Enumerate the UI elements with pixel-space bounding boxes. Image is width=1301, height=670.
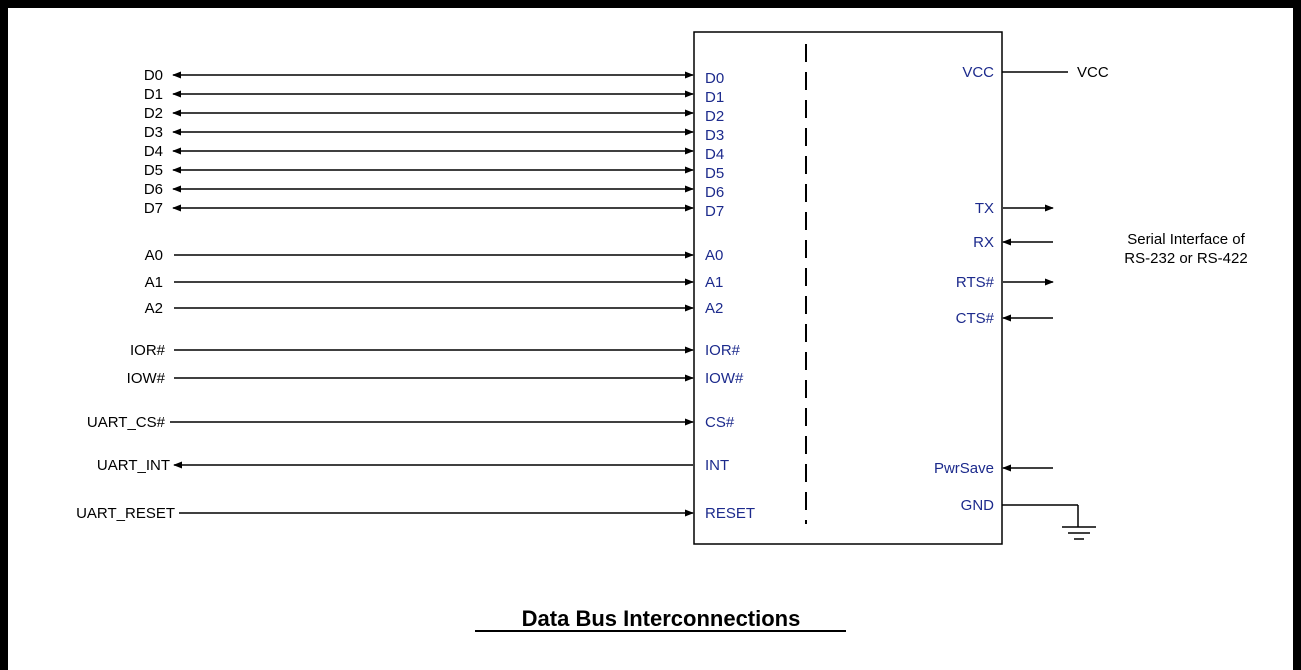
serial-note-line-1: Serial Interface of <box>1127 231 1245 248</box>
signal-label-d2: D2 <box>144 105 163 122</box>
pin-int: UART_INT INT <box>97 457 729 474</box>
signal-label-vcc: VCC <box>1077 64 1109 81</box>
pin-label-d0: D0 <box>705 70 724 87</box>
pin-iow-n: IOW# IOW# <box>127 370 744 387</box>
signal-label-d6: D6 <box>144 181 163 198</box>
pin-label-d4: D4 <box>705 146 724 163</box>
pin-d1: D1 D1 <box>144 86 724 106</box>
pin-label-rts-n: RTS# <box>956 274 995 291</box>
pin-label-d2: D2 <box>705 108 724 125</box>
signal-label-iow-n: IOW# <box>127 370 166 387</box>
pin-label-d5: D5 <box>705 165 724 182</box>
pin-rx: RX <box>973 234 1053 251</box>
pin-a2: A2 A2 <box>145 300 724 317</box>
pin-label-gnd: GND <box>961 497 995 514</box>
pin-label-vcc: VCC <box>962 64 994 81</box>
pin-label-reset: RESET <box>705 505 755 522</box>
pin-label-rx: RX <box>973 234 994 251</box>
pin-gnd: GND <box>961 497 1096 540</box>
signal-label-uart-int: UART_INT <box>97 457 170 474</box>
signal-label-d5: D5 <box>144 162 163 179</box>
pin-vcc: VCC VCC <box>962 64 1109 81</box>
pin-label-iow-n: IOW# <box>705 370 744 387</box>
pin-a0: A0 A0 <box>145 247 724 264</box>
signal-label-uart-reset: UART_RESET <box>76 505 175 522</box>
pin-label-d7: D7 <box>705 203 724 220</box>
pin-pwrsave: PwrSave <box>934 460 1053 477</box>
pin-label-cts-n: CTS# <box>956 310 995 327</box>
signal-label-a0: A0 <box>145 247 163 264</box>
signal-label-d1: D1 <box>144 86 163 103</box>
diagram-title: Data Bus Interconnections <box>522 606 801 631</box>
pin-label-int: INT <box>705 457 729 474</box>
signal-label-a2: A2 <box>145 300 163 317</box>
signal-label-d4: D4 <box>144 143 163 160</box>
signal-label-a1: A1 <box>145 274 163 291</box>
pin-label-a0: A0 <box>705 247 723 264</box>
pin-cts-n: CTS# <box>956 310 1053 327</box>
pin-label-tx: TX <box>975 200 994 217</box>
pin-label-a2: A2 <box>705 300 723 317</box>
signal-label-uart-cs-n: UART_CS# <box>87 414 166 431</box>
pin-d2: D2 D2 <box>144 105 724 125</box>
signal-label-d7: D7 <box>144 200 163 217</box>
pin-label-pwrsave: PwrSave <box>934 460 994 477</box>
pin-tx: TX <box>975 200 1054 217</box>
pin-label-cs-n: CS# <box>705 414 735 431</box>
pin-d5: D5 D5 <box>144 162 724 182</box>
pin-ior-n: IOR# IOR# <box>130 342 741 359</box>
pin-label-a1: A1 <box>705 274 723 291</box>
pin-d7: D7 D7 <box>144 200 724 220</box>
pin-a1: A1 A1 <box>145 274 724 291</box>
serial-note-line-2: RS-232 or RS-422 <box>1124 250 1247 267</box>
pin-d0: D0 D0 <box>144 67 724 87</box>
pin-label-d3: D3 <box>705 127 724 144</box>
pin-d3: D3 D3 <box>144 124 724 144</box>
signal-label-ior-n: IOR# <box>130 342 166 359</box>
pin-d6: D6 D6 <box>144 181 724 201</box>
pin-reset: UART_RESET RESET <box>76 505 755 522</box>
signal-label-d3: D3 <box>144 124 163 141</box>
uart-chip-body <box>693 31 1003 545</box>
pin-rts-n: RTS# <box>956 274 1054 291</box>
pin-label-ior-n: IOR# <box>705 342 741 359</box>
pin-cs-n: UART_CS# CS# <box>87 414 735 431</box>
pin-label-d1: D1 <box>705 89 724 106</box>
signal-label-d0: D0 <box>144 67 163 84</box>
pin-label-d6: D6 <box>705 184 724 201</box>
pin-d4: D4 D4 <box>144 143 724 163</box>
